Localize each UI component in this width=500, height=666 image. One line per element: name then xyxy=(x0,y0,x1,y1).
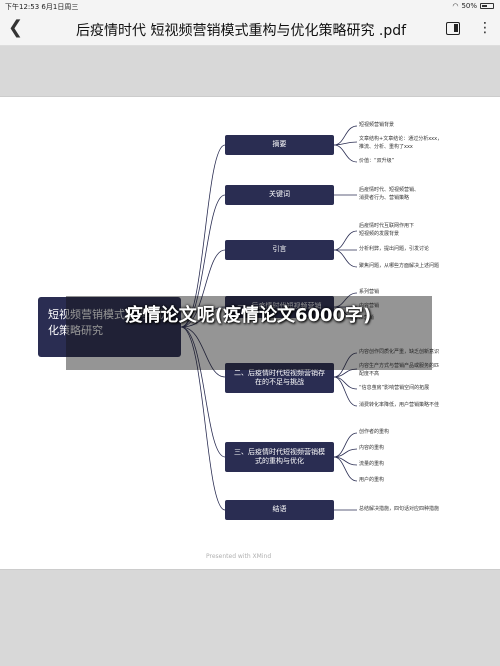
leaf-section3-2: 内容的重构 xyxy=(359,445,385,451)
branch-node-section-2: 二、后疫情时代短视频营销存在的不足与挑战 xyxy=(225,363,334,393)
leaf-intro-1: 后疫情时代互联网作用下 xyxy=(359,223,415,229)
leaf-keywords-2: 消费者行为、营销策略 xyxy=(359,195,410,201)
more-icon[interactable]: ⋮ xyxy=(478,20,492,36)
leaf-abstract-4: 价值：“双升级” xyxy=(359,158,395,164)
leaf-intro-2: 短视频的发展背景 xyxy=(359,231,400,237)
nav-bar: ❮ 后疫情时代 短视频营销模式重构与优化策略研究 .pdf ⋮ xyxy=(0,12,500,46)
status-date: 6月1日周三 xyxy=(41,3,79,11)
battery-icon xyxy=(480,3,494,9)
branch-node-section-3: 三、后疫情时代短视频营销模式的重构与优化 xyxy=(225,442,334,472)
leaf-section2-4: “信息茧房”影响营销空间的拓展 xyxy=(359,385,430,391)
branch-node-conclusion: 结语 xyxy=(225,500,334,520)
status-indicators: ◠ 50% xyxy=(452,2,494,10)
status-time-date: 下午12:53 6月1日周三 xyxy=(5,2,78,12)
leaf-section3-4: 用户的重构 xyxy=(359,477,385,483)
branch-node-keywords: 关键词 xyxy=(225,185,334,205)
leaf-section1-3: ...营销 xyxy=(359,315,374,321)
branch-node-abstract: 摘要 xyxy=(225,135,334,155)
leaf-section2-5: 消费转化率降低，用户营销策略不佳 xyxy=(359,402,440,408)
xmind-watermark: Presented with XMind xyxy=(206,553,272,560)
leaf-keywords-1: 后疫情时代、短视频营销、 xyxy=(359,187,420,193)
leaf-conclusion-1: 总结解决措施，四句话对应四种措施 xyxy=(359,506,440,512)
branch-node-section-1: 一、后疫情时代短视频营销 xyxy=(225,296,334,318)
wifi-icon: ◠ xyxy=(452,2,459,10)
leaf-section1-2: 内容营销 xyxy=(359,303,380,309)
status-time: 下午12:53 xyxy=(5,3,40,11)
document-title: 后疫情时代 短视频营销模式重构与优化策略研究 .pdf xyxy=(76,23,407,39)
leaf-section3-3: 流量的重构 xyxy=(359,461,385,467)
leaf-section1-1: 系列营销 xyxy=(359,289,380,295)
leaf-section3-1: 创作者的重构 xyxy=(359,429,390,435)
title-overlay-banner xyxy=(66,296,432,370)
leaf-abstract-1: 短视频营销背景 xyxy=(359,122,395,128)
branch-node-introduction: 引言 xyxy=(225,240,334,260)
mindmap-connectors xyxy=(180,125,358,511)
leaf-intro-3: 分析利弊，提出问题，引发讨论 xyxy=(359,246,430,252)
leaf-section2-2: 内容生产方式与营销产品或服务的匹 xyxy=(359,363,440,369)
leaf-abstract-2: 文章结构+文章结论：通过分析xxx， xyxy=(359,136,443,142)
pdf-page[interactable]: 短视频营销模式重构与优化策略研究 摘要 关键词 引言 一、后疫情时代短视频营销 … xyxy=(0,96,500,570)
status-bar: 下午12:53 6月1日周三 ◠ 50% xyxy=(0,0,500,12)
battery-percent: 50% xyxy=(461,2,477,10)
leaf-section2-1: 内容创作同质化严重，缺乏创新意识 xyxy=(359,349,440,355)
reader-mode-icon[interactable] xyxy=(446,22,460,35)
leaf-abstract-3: 推流、分析、重构了xxx xyxy=(359,144,413,150)
overlay-title-text: 疫情论文呢(疫情论文6000字) xyxy=(124,305,372,326)
leaf-intro-4: 聚焦问题，从哪些方面解决上述问题 xyxy=(359,263,440,269)
mindmap-root-node: 短视频营销模式重构与优化策略研究 xyxy=(38,297,181,357)
leaf-section2-3: 配度不高 xyxy=(359,371,380,377)
back-icon[interactable]: ❮ xyxy=(8,17,24,38)
